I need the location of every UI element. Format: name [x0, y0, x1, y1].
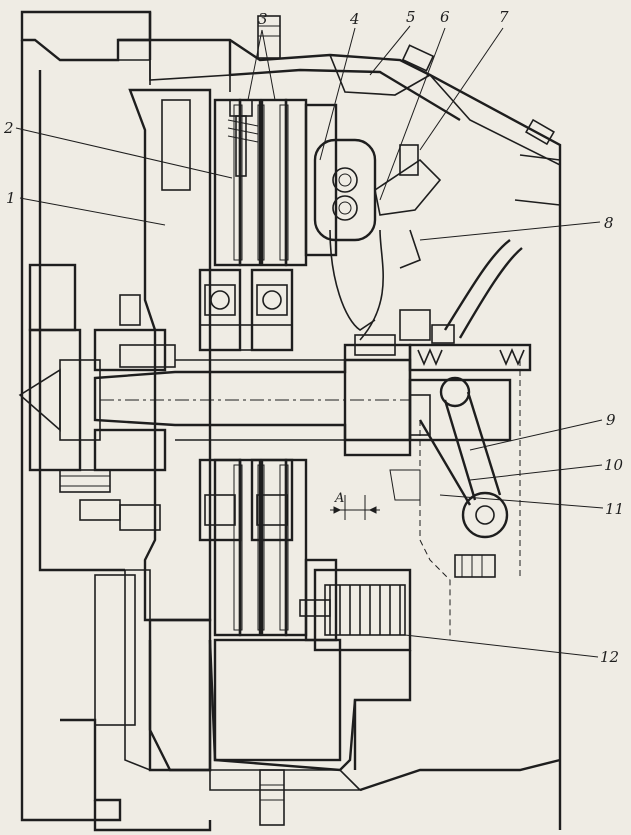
plate-adjust-bolt	[227, 99, 259, 177]
housing-bolts	[257, 15, 555, 826]
callout-12: 12	[600, 648, 619, 666]
callout-1: 1	[6, 189, 16, 207]
release-bearing-housing	[343, 343, 431, 501]
control-cable	[431, 239, 523, 344]
release-bearing-assembly	[313, 138, 442, 269]
callout-labels: 1 2 3 4 5 6 7 8 9 10 11 12 A	[3, 8, 624, 666]
crankshaft-flange	[28, 263, 141, 472]
leader-lines	[15, 25, 604, 658]
input-shaft	[18, 358, 412, 442]
callout-7: 7	[499, 8, 509, 26]
callout-3: 3	[258, 10, 268, 28]
callout-8: 8	[604, 214, 614, 232]
clutch-cover-casing	[118, 38, 562, 830]
callout-5: 5	[406, 8, 416, 26]
callout-2: 2	[3, 119, 14, 137]
flywheel-housing	[20, 10, 212, 832]
disc-hubs	[198, 268, 294, 542]
callout-6: 6	[440, 8, 450, 26]
release-fork	[408, 343, 532, 578]
brake-spring	[299, 568, 412, 770]
transmission-outline	[419, 360, 521, 640]
callout-4: 4	[349, 10, 360, 28]
drive-plates	[213, 98, 338, 642]
callout-11: 11	[605, 500, 624, 518]
callout-9: 9	[606, 411, 616, 429]
gap-a-marker	[330, 495, 380, 520]
pilot-bearing	[59, 328, 176, 531]
lower-casing	[124, 569, 561, 792]
release-lever	[329, 229, 431, 356]
gap-a-label: A	[334, 491, 344, 506]
friction-linings	[233, 104, 289, 631]
callout-10: 10	[604, 456, 624, 474]
